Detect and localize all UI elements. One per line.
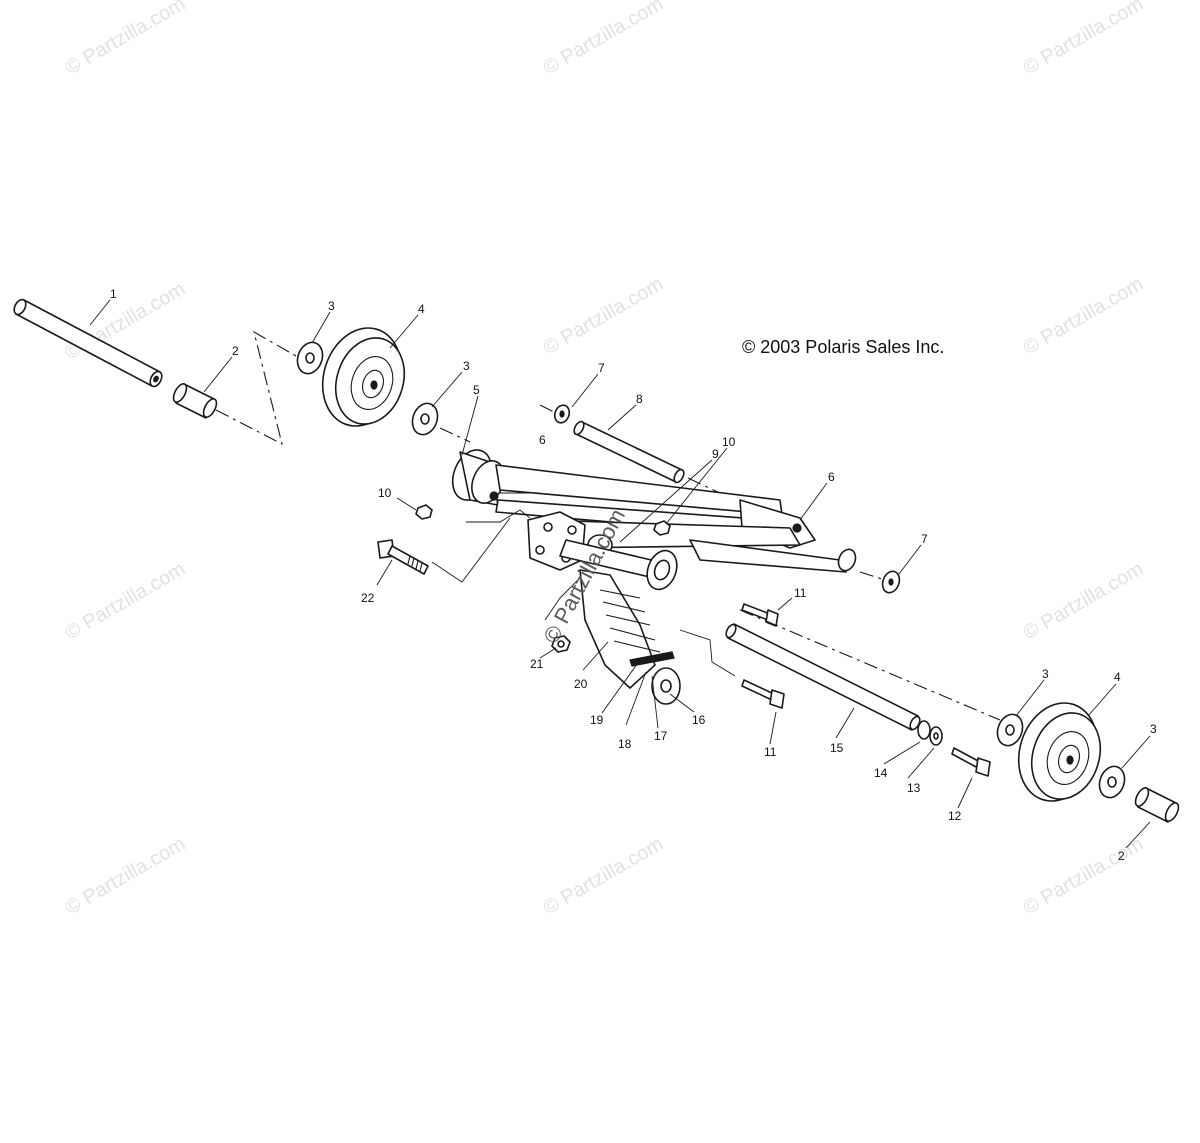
callout-3: 3: [1042, 667, 1049, 681]
copyright-text: © 2003 Polaris Sales Inc.: [742, 337, 944, 357]
part-21-nut: [551, 635, 571, 653]
watermark-layer: © Partzilla.com © Partzilla.com © Partzi…: [62, 0, 1148, 919]
watermark-text: © Partzilla.com: [1020, 558, 1148, 644]
watermark-text: © Partzilla.com: [62, 833, 190, 919]
part-3-washer: [296, 341, 324, 375]
callout-5: 5: [473, 383, 480, 397]
callout-3: 3: [328, 299, 335, 313]
part-15-shaft: [725, 609, 1001, 731]
watermark-text: © Partzilla.com: [540, 833, 668, 919]
callout-19: 19: [590, 713, 604, 727]
part-3-washer: [1098, 765, 1126, 799]
part-20-shock: [579, 569, 681, 705]
callout-3: 3: [463, 359, 470, 373]
watermark-text: © Partzilla.com: [540, 273, 668, 359]
part-7-washer: [539, 404, 571, 424]
callout-3: 3: [1150, 722, 1157, 736]
part-10-nut: [415, 504, 433, 520]
callout-18: 18: [618, 737, 632, 751]
callout-16: 16: [692, 713, 706, 727]
part-3-washer: [996, 713, 1024, 747]
callout-17: 17: [654, 729, 668, 743]
watermark-text: © Partzilla.com: [62, 0, 190, 79]
callout-numbers: 1 2 3 4 3 7 8 5 6 9 10 6 10 22 7 11 21 2…: [110, 287, 1157, 863]
part-22-bolt: [377, 539, 429, 575]
part-2-spacer: [1134, 787, 1180, 823]
part-3-washer: [411, 402, 439, 436]
part-2-spacer: [172, 383, 218, 419]
callout-20: 20: [574, 677, 588, 691]
watermark-text: © Partzilla.com: [540, 0, 668, 79]
callout-7: 7: [921, 532, 928, 546]
callout-2: 2: [232, 344, 239, 358]
callout-7: 7: [598, 361, 605, 375]
part-11-bolt: [741, 603, 779, 627]
callout-6: 6: [828, 470, 835, 484]
callout-22: 22: [361, 591, 375, 605]
part-14-washer: [917, 720, 931, 740]
callout-12: 12: [948, 809, 962, 823]
callout-13: 13: [907, 781, 921, 795]
part-10-nut: [653, 520, 671, 536]
callout-15: 15: [830, 741, 844, 755]
part-13-washer: [929, 726, 943, 746]
part-11-bolt: [741, 679, 785, 709]
watermark-text: © Partzilla.com: [1020, 0, 1148, 79]
callout-10: 10: [378, 486, 392, 500]
watermark-text: © Partzilla.com: [62, 558, 190, 644]
callout-11: 11: [794, 586, 807, 600]
callout-9: 9: [712, 447, 719, 461]
part-7-washer: [859, 570, 901, 594]
callout-6: 6: [539, 433, 546, 447]
callout-8: 8: [636, 392, 643, 406]
callout-4: 4: [418, 302, 425, 316]
watermark-text: © Partzilla.com: [62, 278, 190, 364]
callout-14: 14: [874, 766, 888, 780]
callout-1: 1: [110, 287, 117, 301]
part-4-wheel: [1017, 702, 1102, 802]
callout-4: 4: [1114, 670, 1121, 684]
watermark-text: © Partzilla.com: [1020, 273, 1148, 359]
callout-11: 11: [764, 745, 777, 759]
callout-2: 2: [1118, 849, 1125, 863]
part-4-wheel: [321, 327, 406, 427]
leader-lines: [89, 299, 1151, 849]
part-12-bolt: [951, 747, 991, 777]
callout-21: 21: [530, 657, 544, 671]
callout-10: 10: [722, 435, 736, 449]
part-1-shaft: [13, 298, 163, 388]
